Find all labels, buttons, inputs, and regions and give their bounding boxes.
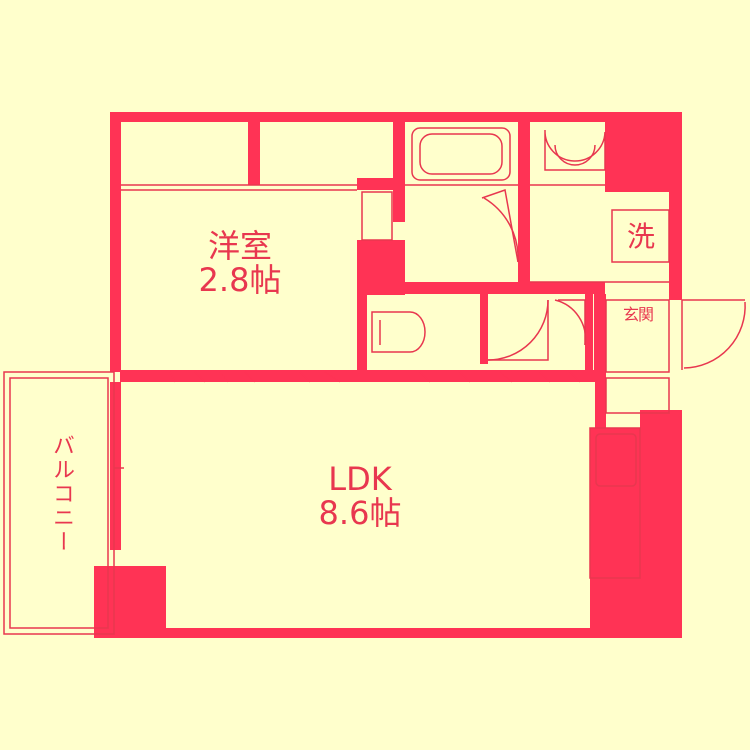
washroom-label: 洗 bbox=[626, 220, 655, 253]
entrance-label: 玄関 bbox=[622, 305, 654, 324]
western-room-label: 洋室 2.8帖 bbox=[170, 227, 310, 299]
balcony-label: バルコニー bbox=[49, 434, 74, 554]
western-room-name: 洋室 bbox=[207, 227, 272, 265]
walls bbox=[94, 112, 682, 638]
western-room-size: 2.8帖 bbox=[198, 260, 282, 299]
doors bbox=[371, 129, 746, 370]
ldk-name: LDK bbox=[328, 460, 392, 498]
ldk-size: 8.6帖 bbox=[318, 493, 402, 532]
interior-lines bbox=[3, 127, 670, 635]
hatch-strip bbox=[169, 371, 581, 383]
ldk-label: LDK 8.6帖 bbox=[270, 460, 450, 532]
